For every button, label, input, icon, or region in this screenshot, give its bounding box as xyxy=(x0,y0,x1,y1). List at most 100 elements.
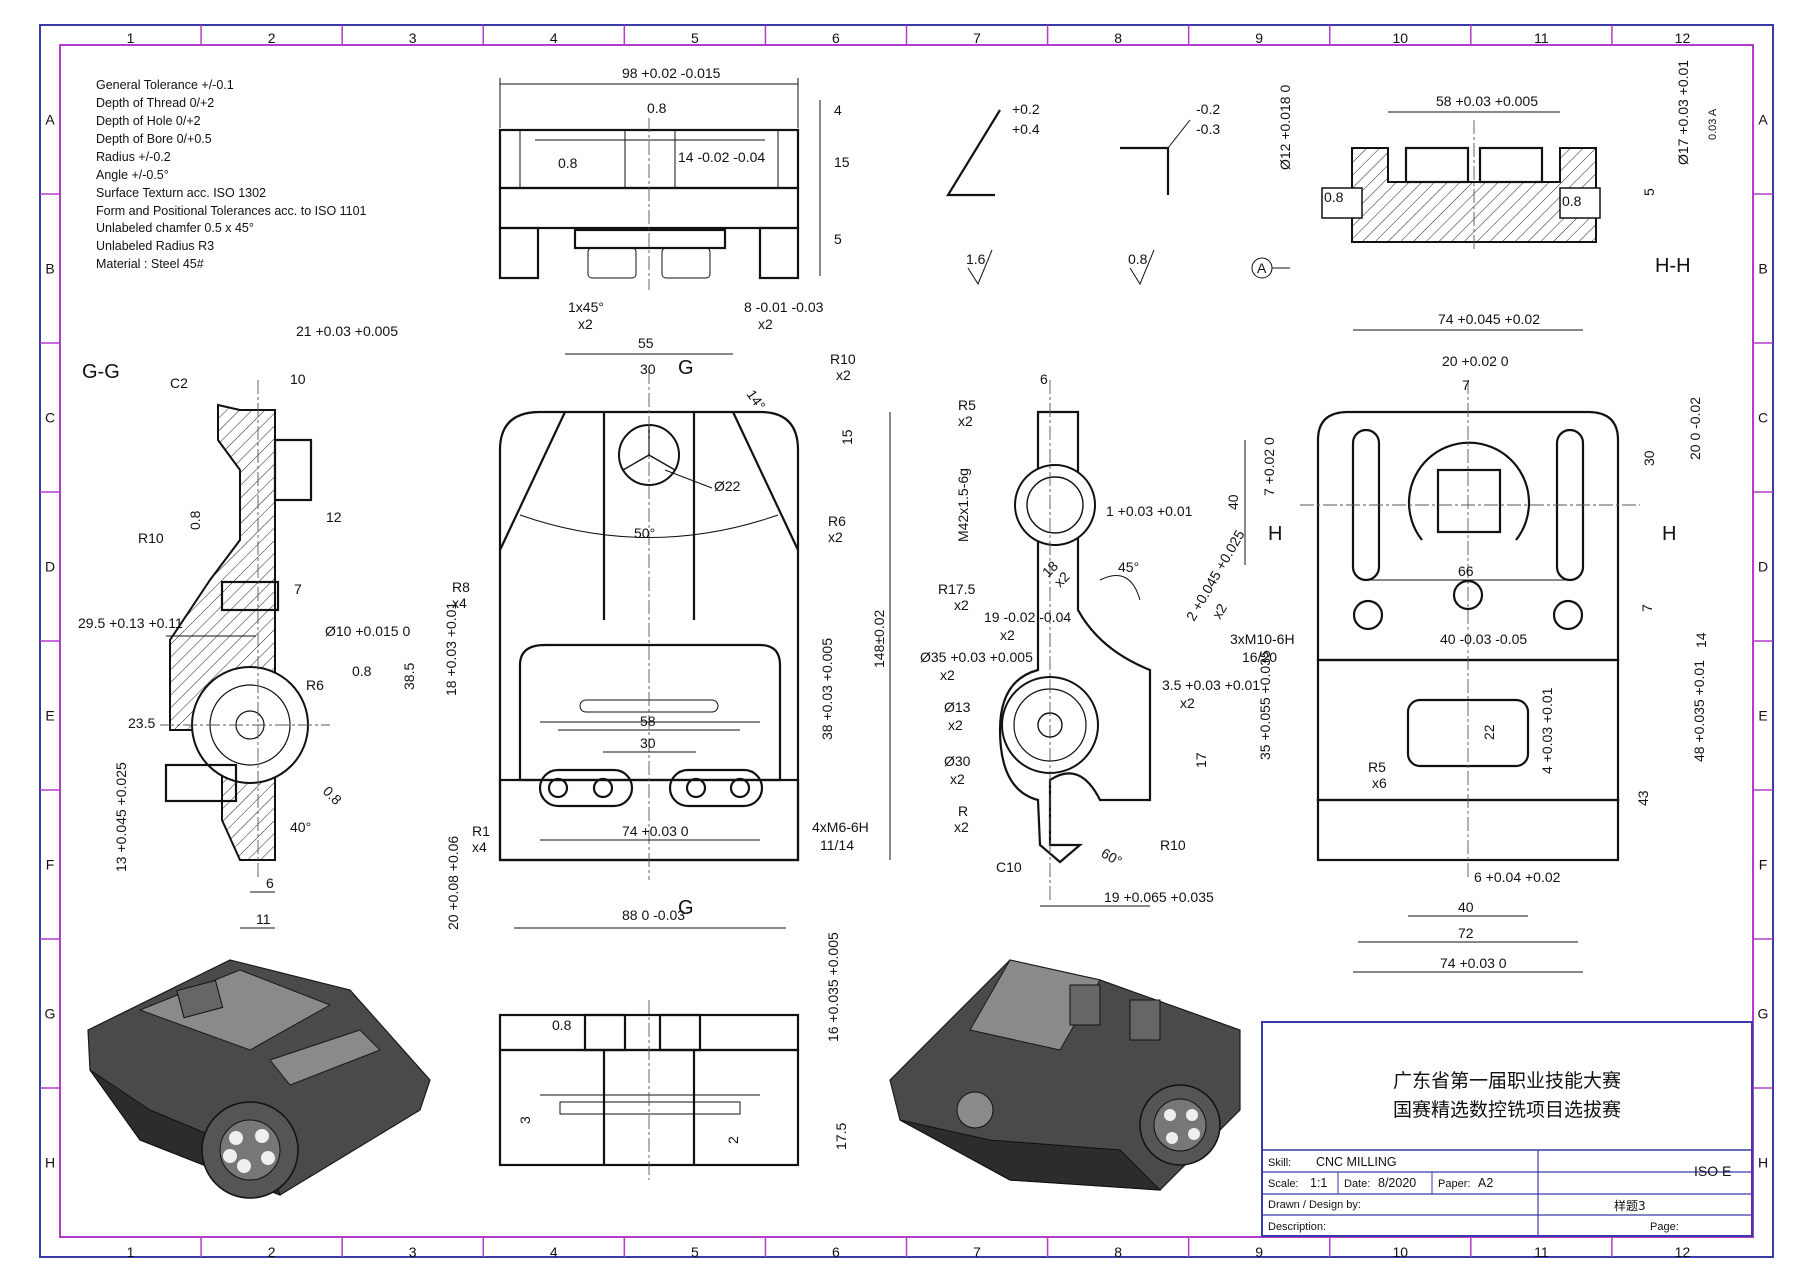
dim-top-8-x2: x2 xyxy=(758,316,773,332)
dim-side-r17-5-x2: x2 xyxy=(954,597,969,613)
isometric-view-right xyxy=(889,959,1241,1191)
dim-bottom-roughness: 0.8 xyxy=(552,1017,572,1033)
dim-side-17: 17 xyxy=(1193,752,1209,768)
grid-column-2-bottom: 2 xyxy=(268,1244,276,1260)
dim-front-r6-x2: x2 xyxy=(828,529,843,545)
grid-row-E-left: E xyxy=(45,708,54,724)
dim-side-r10: R10 xyxy=(1160,837,1186,853)
note-10: Material : Steel 45# xyxy=(96,257,204,271)
dim-gg-21: 21 +0.03 +0.005 xyxy=(296,323,398,339)
dim-gg-r10: R10 xyxy=(138,530,164,546)
dim-side-r17-5: R17.5 xyxy=(938,581,976,597)
grid-column-10-bottom: 10 xyxy=(1393,1244,1409,1260)
dim-side-r5: R5 xyxy=(958,397,976,413)
dim-front-74: 74 +0.03 0 xyxy=(622,823,689,839)
grid-column-3-bottom: 3 xyxy=(409,1244,417,1260)
note-0: General Tolerance +/-0.1 xyxy=(96,78,234,92)
section-hh: 58 +0.03 +0.005 Ø12 +0.018 0 Ø17 +0.03 +… xyxy=(1251,60,1719,279)
grid-column-8-bottom: 8 xyxy=(1114,1244,1122,1260)
dim-side-m42: M42x1.5-6g xyxy=(955,468,971,542)
standard-iso-e: ISO E xyxy=(1694,1163,1731,1179)
section-h-left: H xyxy=(1268,523,1282,545)
dim-right-74: 74 +0.045 +0.02 xyxy=(1438,311,1540,327)
dim-right-40: 40 xyxy=(1225,494,1241,510)
grid-column-5-bottom: 5 xyxy=(691,1244,699,1260)
dim-side-d13: Ø13 xyxy=(944,699,971,715)
dim-gg-roughness-3: 0.8 xyxy=(320,783,345,808)
dim-side-3-5-x2: x2 xyxy=(1180,695,1195,711)
dim-right-4: 4 +0.03 +0.01 xyxy=(1539,687,1555,774)
grid-row-B-right: B xyxy=(1758,261,1767,277)
section-g-bottom: G xyxy=(678,897,694,919)
tol-plus-lower: +0.4 xyxy=(1012,121,1040,137)
grid-column-12-top: 12 xyxy=(1675,30,1691,46)
dim-hh-runout: 0.03 A xyxy=(1707,108,1719,140)
dim-top-chamfer: 1x45° xyxy=(568,299,604,315)
section-h-right: H xyxy=(1662,523,1676,545)
note-2: Depth of Hole 0/+2 xyxy=(96,114,201,128)
tolerance-symbols: +0.2 +0.4 -0.2 -0.3 1.6 0.8 xyxy=(946,101,1220,286)
dim-top-8: 8 -0.01 -0.03 xyxy=(744,299,824,315)
right-view: H H 74 +0.045 +0.02 20 +0.02 0 7 20 0 -0… xyxy=(1225,311,1709,973)
skill-value: CNC MILLING xyxy=(1316,1155,1397,1169)
dim-bottom-3: 3 xyxy=(517,1116,533,1124)
dim-right-48: 48 +0.035 +0.01 xyxy=(1691,660,1707,762)
note-3: Depth of Bore 0/+0.5 xyxy=(96,132,212,146)
dim-right-30: 30 xyxy=(1641,450,1657,466)
page-label: Page: xyxy=(1650,1221,1679,1233)
dim-gg-roughness-2: 0.8 xyxy=(352,663,372,679)
dim-top-4: 4 xyxy=(834,102,842,118)
dim-front-30-b: 30 xyxy=(640,735,656,751)
grid-row-E-right: E xyxy=(1758,708,1767,724)
top-view: 98 +0.02 -0.015 0.8 14 -0.02 -0.04 0.8 4… xyxy=(498,65,850,332)
roughness-1-6: 1.6 xyxy=(966,251,986,267)
datum-a: A xyxy=(1257,260,1267,276)
grid-row-A-left: A xyxy=(45,112,55,128)
dim-side-2-x2: x2 xyxy=(1209,601,1230,622)
section-g-top: G xyxy=(678,357,694,379)
drawing-number: 样题3 xyxy=(1614,1198,1646,1213)
dim-side-d30-x2: x2 xyxy=(950,771,965,787)
dim-side-6: 6 xyxy=(1040,371,1048,387)
dim-front-14deg: 14° xyxy=(744,387,769,414)
general-notes: General Tolerance +/-0.1 Depth of Thread… xyxy=(96,78,367,271)
section-hh-label: H-H xyxy=(1655,255,1691,277)
dim-side-c10: C10 xyxy=(996,859,1022,875)
grid-column-6-top: 6 xyxy=(832,30,840,46)
dim-front-r8: R8 xyxy=(452,579,470,595)
dim-right-r5: R5 xyxy=(1368,759,1386,775)
grid-column-1-bottom: 1 xyxy=(127,1244,135,1260)
dim-front-55: 55 xyxy=(638,335,654,351)
dim-gg-roughness: 0.8 xyxy=(187,510,203,530)
dim-right-40-b: 40 -0.03 -0.05 xyxy=(1440,631,1527,647)
grid-row-F-left: F xyxy=(46,857,55,873)
dim-right-r5-x6: x6 xyxy=(1372,775,1387,791)
dim-top-roughness-2: 0.8 xyxy=(558,155,578,171)
scale-label: Scale: xyxy=(1268,1178,1299,1190)
dim-right-22: 22 xyxy=(1481,724,1497,740)
dim-right-72: 72 xyxy=(1458,925,1474,941)
dim-top-98: 98 +0.02 -0.015 xyxy=(622,65,721,81)
grid-row-H-left: H xyxy=(45,1155,55,1171)
dim-front-r1-x4: x4 xyxy=(472,839,487,855)
dim-right-43: 43 xyxy=(1635,790,1651,806)
dim-gg-13: 13 +0.045 +0.025 xyxy=(113,762,129,872)
note-4: Radius +/-0.2 xyxy=(96,150,171,164)
dim-bottom-2: 2 xyxy=(725,1136,741,1144)
grid-row-D-left: D xyxy=(45,559,55,575)
dim-side-19-b: 19 +0.065 +0.035 xyxy=(1104,889,1214,905)
grid-column-6-bottom: 6 xyxy=(832,1244,840,1260)
dim-top-roughness: 0.8 xyxy=(647,100,667,116)
dim-right-7-c: 7 xyxy=(1639,604,1655,612)
dim-top-15: 15 xyxy=(834,154,850,170)
dim-side-3-5: 3.5 +0.03 +0.01 xyxy=(1162,677,1260,693)
skill-label: Skill: xyxy=(1268,1157,1291,1169)
dim-front-38: 38 +0.03 +0.005 xyxy=(819,638,835,740)
grid-row-G-left: G xyxy=(45,1006,56,1022)
dim-side-45deg: 45° xyxy=(1118,559,1139,575)
grid-column-11-top: 11 xyxy=(1534,30,1549,46)
grid-column-3-top: 3 xyxy=(409,30,417,46)
